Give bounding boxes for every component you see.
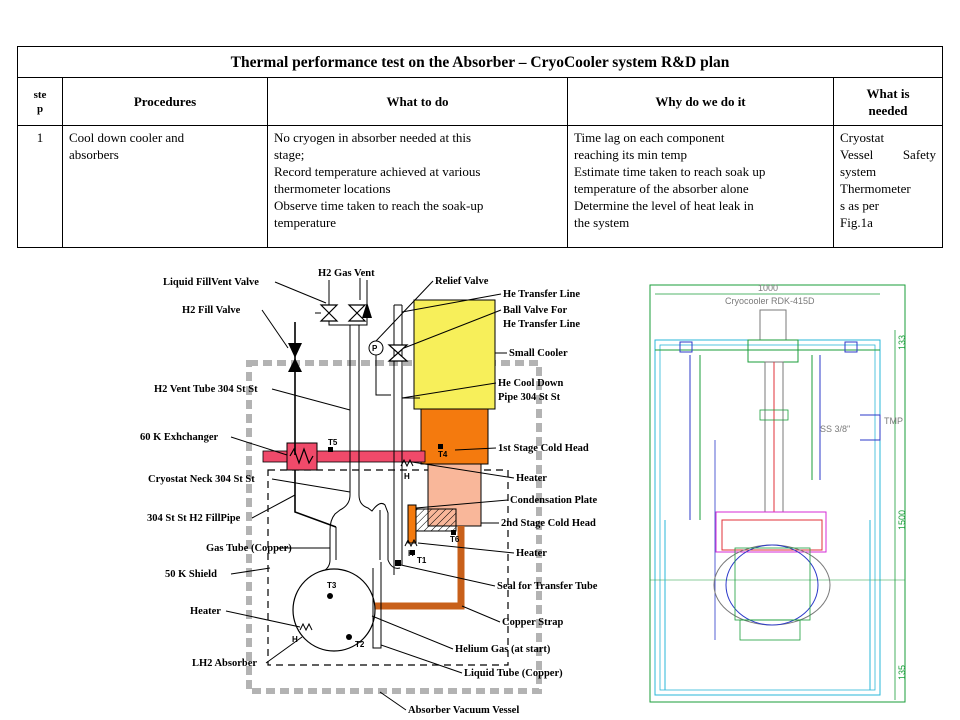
rd-plan-table: Thermal performance test on the Absorber…	[16, 46, 944, 248]
tag-t1: T1	[417, 556, 427, 565]
neck-outline	[335, 510, 381, 560]
sensor-t2	[346, 634, 352, 640]
heater-1-tag: H	[404, 472, 410, 481]
label-he-transfer-line: He Transfer Line	[503, 289, 580, 300]
label-h2-fillpipe: 304 St St H2 FillPipe	[147, 513, 241, 524]
label-h2-vent-tube: H2 Vent Tube 304 St St	[154, 384, 258, 395]
vent-arrow-icon	[362, 302, 372, 318]
label-heater-1: Heater	[516, 473, 547, 484]
h2-fill-pipe	[294, 322, 337, 528]
heater-3-icon	[299, 622, 313, 632]
label-relief-valve: Relief Valve	[435, 276, 489, 287]
label-stage1-cold-head: 1st Stage Cold Head	[498, 443, 589, 454]
label-lh2-absorber: LH2 Absorber	[192, 658, 257, 669]
pressure-tag: P	[372, 344, 378, 353]
label-cryostat-neck: Cryostat Neck 304 St St	[148, 474, 255, 485]
right-leaders	[359, 278, 515, 711]
label-60k-exchanger: 60 K Exhchanger	[140, 432, 219, 443]
sensor-t1	[410, 550, 415, 555]
exchanger-60k	[286, 442, 318, 471]
h2-gas-vent-valve	[347, 304, 367, 322]
sensor-t4	[438, 444, 443, 449]
dim-1500-label: 1500	[897, 510, 907, 530]
thermal-link-60k	[262, 450, 426, 463]
left-labels: Liquid FillVent Valve H2 Fill Valve H2 V…	[140, 277, 292, 669]
label-liquid-fill-vent-valve: Liquid FillVent Valve	[163, 277, 259, 288]
stage1-cold-head	[420, 408, 489, 465]
liquid-fill-vent-valve	[315, 304, 339, 322]
engineering-drawing: 1000 Cryocooler RDK-415D 133 1500 135 SS…	[649, 283, 907, 703]
label-he-cool-down-1: He Cool Down	[498, 378, 563, 389]
tag-t2: T2	[355, 640, 365, 649]
tag-t6: T6	[450, 535, 460, 544]
header-why: Why do we do it	[567, 77, 834, 126]
transfer-seal	[395, 560, 401, 566]
condensation-plate	[412, 508, 457, 532]
heater-2-icon	[404, 538, 418, 548]
label-heater-left: Heater	[190, 606, 221, 617]
label-helium-gas: Helium Gas (at start)	[455, 644, 551, 655]
header-procedures: Procedures	[62, 77, 268, 126]
label-liquid-tube: Liquid Tube (Copper)	[464, 668, 563, 679]
label-he-cool-down-2: Pipe 304 St St	[498, 392, 561, 403]
tag-t3: T3	[327, 581, 337, 590]
sensor-t3	[327, 593, 333, 599]
table-title: Thermal performance test on the Absorber…	[16, 46, 944, 78]
ss-label: SS 3/8"	[820, 424, 850, 434]
liquid-tube	[372, 562, 382, 649]
dim-133-label: 133	[897, 335, 907, 350]
label-h2-gas-vent: H2 Gas Vent	[318, 268, 375, 279]
cryostat-neck	[321, 494, 401, 573]
tmp-label: TMP	[884, 416, 903, 426]
heater-2-tag: H	[408, 549, 414, 558]
label-seal-transfer-tube: Seal for Transfer Tube	[497, 581, 598, 592]
fill-valve-icon	[288, 343, 302, 372]
tag-t4: T4	[438, 450, 448, 459]
procedure-cell: Cool down cooler and absorbers	[62, 125, 268, 248]
tag-t5: T5	[328, 438, 338, 447]
dim-135-label: 135	[897, 665, 907, 680]
label-h2-fill-valve: H2 Fill Valve	[182, 305, 241, 316]
label-heater-2: Heater	[516, 548, 547, 559]
what-needed-cell: Cryostat Vessel Safety system Thermomete…	[832, 125, 944, 248]
ball-valve	[387, 344, 409, 362]
what-to-do-cell: No cryogen in absorber needed at this st…	[267, 125, 568, 248]
label-absorber-vacuum-vessel: Absorber Vacuum Vessel	[408, 705, 519, 716]
label-ball-valve-2: He Transfer Line	[503, 319, 580, 330]
heater-3-tag: H	[292, 635, 298, 644]
sensor-t5	[328, 447, 333, 452]
table-row: 1 Cool down cooler and absorbers No cryo…	[17, 125, 944, 248]
step-number: 1	[17, 125, 63, 248]
sensor-t6	[451, 530, 456, 535]
label-ball-valve-1: Ball Valve For	[503, 305, 568, 316]
why-cell: Time lag on each component reaching its …	[567, 125, 834, 248]
label-gas-tube: Gas Tube (Copper)	[206, 543, 292, 554]
header-what-to-do: What to do	[267, 77, 568, 126]
label-50k-shield: 50 K Shield	[165, 569, 217, 580]
lh2-absorber	[292, 568, 376, 652]
heater-1-icon	[400, 458, 414, 468]
small-cooler	[413, 299, 496, 410]
copper-strap	[370, 526, 465, 610]
label-small-cooler: Small Cooler	[509, 348, 568, 359]
dim-top-label: 1000	[758, 283, 778, 293]
exchanger-coil-icon	[289, 447, 314, 465]
label-copper-strap: Copper Strap	[502, 617, 564, 628]
shield-50k	[267, 469, 509, 666]
left-leaders	[225, 281, 351, 664]
label-stage2-cold-head: 2nd Stage Cold Head	[501, 518, 596, 529]
label-condensation-plate: Condensation Plate	[510, 495, 598, 506]
relief-line	[375, 348, 391, 396]
condensation-plate-edge	[407, 504, 417, 544]
right-labels: H2 Gas Vent Relief Valve He Transfer Lin…	[318, 268, 598, 716]
drawing-title: Cryocooler RDK-415D	[725, 296, 815, 306]
